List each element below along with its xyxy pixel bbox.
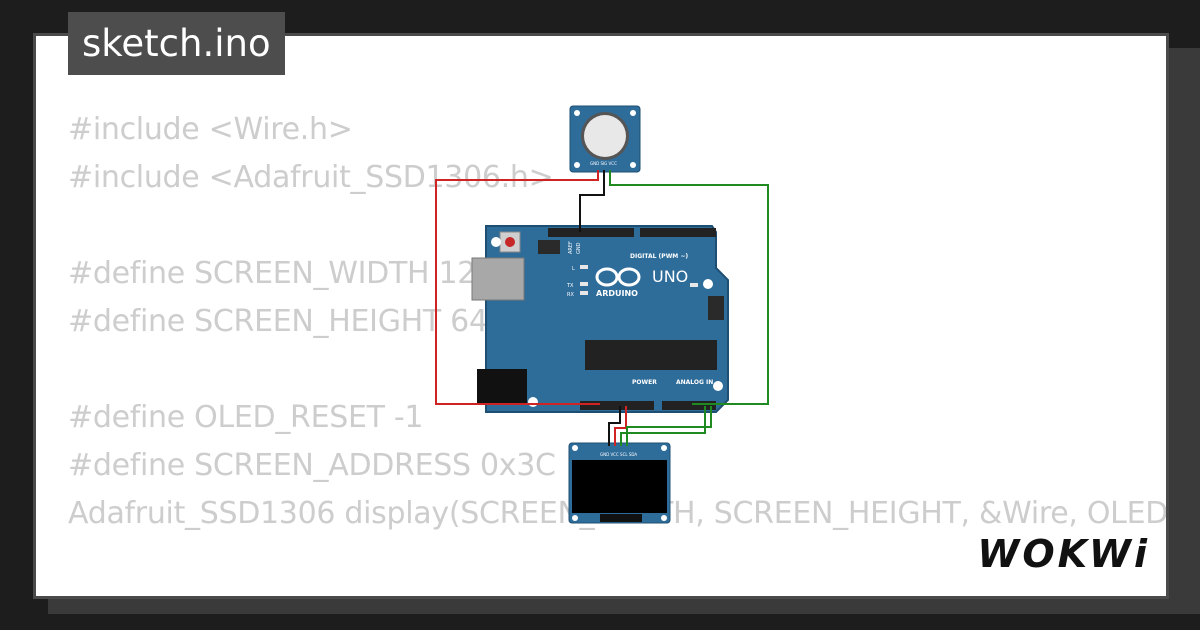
power-jack [477, 369, 527, 403]
usb-port [471, 257, 525, 301]
analog-header [662, 401, 716, 410]
arduino-uno-board[interactable]: UNO ARDUINO DIGITAL (PWM ~) ON L TX RX P… [471, 225, 729, 413]
code-line: #define SCREEN_WIDTH 128 [68, 256, 495, 291]
l-label: L [572, 266, 575, 272]
wire-pot-vcc [435, 170, 600, 405]
oled-pin-labels: GND VCC SCL SDA [600, 452, 637, 457]
rx-label: RX [567, 292, 574, 298]
potentiometer[interactable]: GND SIG VCC [569, 105, 641, 173]
pot-pin-labels: GND SIG VCC [590, 161, 617, 166]
code-line: #include <Wire.h> [68, 112, 353, 147]
file-tab[interactable]: sketch.ino [68, 12, 285, 75]
oled-display[interactable]: GND VCC SCL SDA [568, 442, 671, 524]
digital-header-low [548, 228, 634, 237]
code-line: #define SCREEN_HEIGHT 64 [68, 304, 488, 339]
code-line: #define OLED_RESET -1 [68, 400, 424, 435]
on-label: ON [703, 282, 712, 289]
wires [435, 170, 769, 446]
wire-oled-sda [626, 406, 712, 446]
digital-header-high [640, 228, 716, 237]
digital-label: DIGITAL (PWM ~) [630, 253, 688, 260]
reset-button[interactable] [505, 237, 515, 247]
oled-screen [572, 460, 667, 513]
power-label: POWER [632, 379, 657, 386]
wire-pot-gnd [579, 170, 605, 232]
wire-pot-signal [609, 170, 769, 405]
wire-oled-scl [620, 406, 706, 446]
power-header [580, 401, 654, 410]
gnd-label: GND [576, 242, 582, 254]
code-line: #include <Adafruit_SSD1306.h> [68, 160, 554, 195]
atmega-chip [585, 340, 717, 370]
pot-knob[interactable] [584, 115, 626, 157]
code-line: #define SCREEN_ADDRESS 0x3C [68, 448, 556, 483]
tx-label: TX [566, 283, 574, 289]
aref-label: AREF [568, 241, 574, 254]
wire-oled-vcc [614, 406, 627, 446]
wire-oled-gnd [608, 406, 621, 446]
board-model: UNO [652, 267, 688, 286]
wokwi-logo: WOKWi [977, 532, 1150, 576]
analog-label: ANALOG IN [676, 379, 713, 386]
code-line: const int potPin = A0; [68, 586, 1166, 596]
board-brand: ARDUINO [596, 289, 638, 298]
code-preview: #include <Wire.h> #include <Adafruit_SSD1… [68, 106, 1166, 596]
